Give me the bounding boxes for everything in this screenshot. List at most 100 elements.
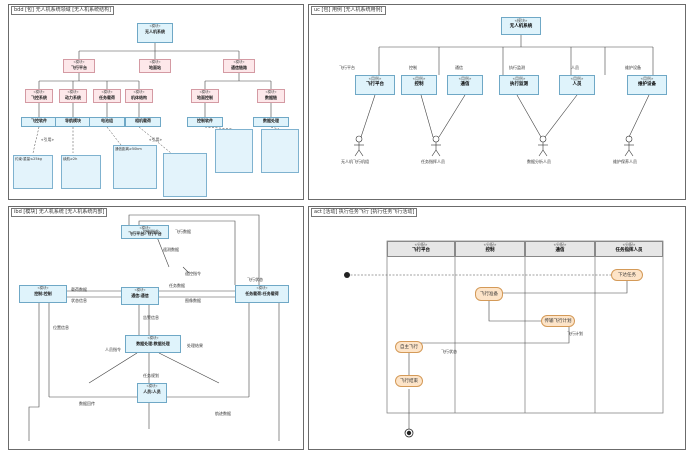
uc-panel: uc [包] 用例 [无人机系统用例] «模块» 无人机系统 bbox=[308, 4, 686, 200]
bdd-title: bdd [包] 无人机系统领域 [无人机系统结构] bbox=[11, 6, 115, 15]
flow-label: 人员指令 bbox=[105, 347, 121, 352]
assoc-label: 控制 bbox=[409, 65, 417, 70]
stereo-label: «用例» bbox=[640, 76, 654, 81]
part-name: 任务载荷:任务载荷 bbox=[245, 291, 279, 296]
assoc-label: 飞行平台 bbox=[339, 65, 355, 70]
part-name: 通信:通信 bbox=[131, 293, 149, 298]
use-case-name: 控制 bbox=[414, 82, 424, 87]
stereo-label: «模块» bbox=[33, 90, 45, 94]
use-case[interactable]: «用例» 通信 bbox=[447, 75, 483, 95]
bdd-l3-block[interactable]: 数据处理 bbox=[253, 117, 289, 127]
ibd-part-data[interactable]: «模块» 数据处理:数据处理 bbox=[125, 335, 181, 353]
block-name: 控制软件 bbox=[197, 118, 213, 123]
block-name: 通信链路 bbox=[231, 65, 247, 70]
swimlane-header: «分配» 任务指挥人员 bbox=[595, 241, 663, 257]
swimlane-name: 控制 bbox=[485, 248, 495, 253]
bdd-l2-block[interactable]: «模块» 动力系统 bbox=[59, 89, 87, 103]
flow-label: 状态信息 bbox=[71, 298, 87, 303]
bdd-l2-block[interactable]: «模块» 任务载荷 bbox=[93, 89, 121, 103]
block-name: 机体结构 bbox=[131, 95, 147, 100]
swimlane-header: «分配» 控制 bbox=[455, 241, 525, 257]
action-node[interactable]: 下达任务 bbox=[611, 269, 643, 281]
stereo-label: «模块» bbox=[73, 60, 85, 64]
flow-label: 图像数据 bbox=[185, 298, 201, 303]
stereo-label: «分配» bbox=[553, 242, 567, 247]
flow-label: 告警信息 bbox=[143, 315, 159, 320]
bdd-l3-block[interactable]: 导航模块 bbox=[55, 117, 91, 127]
bdd-l1-block[interactable]: «模块» 飞行平台 bbox=[63, 59, 95, 73]
ibd-part-platform[interactable]: «模块» 飞行平台:飞行平台 bbox=[121, 225, 169, 239]
use-case-name: 执行监测 bbox=[510, 82, 528, 87]
block-name: 飞控软件 bbox=[31, 118, 47, 123]
stereo-label: «分配» bbox=[622, 242, 636, 247]
ibd-title: ibd [模块] 无人机系统 [无人机系统内部] bbox=[11, 208, 108, 217]
flow-label: 任务数据 bbox=[169, 283, 185, 288]
note-text: 通信距离≥50km bbox=[115, 147, 142, 151]
ibd-part-comm[interactable]: «模块» 通信:通信 bbox=[121, 287, 159, 305]
use-case-name: 飞行平台 bbox=[366, 82, 384, 87]
bdd-l2-block[interactable]: «模块» 数据链 bbox=[257, 89, 285, 103]
bdd-l1-block[interactable]: «模块» 地面站 bbox=[139, 59, 171, 73]
bdd-l2-block[interactable]: «模块» 地面控制 bbox=[191, 89, 219, 103]
stereo-label: «用例» bbox=[458, 76, 472, 81]
ref-label: «引用» bbox=[41, 137, 54, 142]
ibd-part-people[interactable]: «模块» 人员:人员 bbox=[137, 383, 167, 403]
uc-connectors bbox=[354, 35, 654, 157]
stereo-label: «用例» bbox=[412, 76, 426, 81]
bdd-l3-block[interactable]: 电池组 bbox=[89, 117, 125, 127]
bdd-l3-block[interactable]: 飞控软件 bbox=[21, 117, 57, 127]
bdd-l1-block[interactable]: «模块» 通信链路 bbox=[223, 59, 255, 73]
block-name: 相机载荷 bbox=[135, 118, 151, 123]
block-name: 地面站 bbox=[149, 65, 161, 70]
ibd-part-control[interactable]: «模块» 控制:控制 bbox=[19, 285, 67, 303]
use-case[interactable]: «用例» 飞行平台 bbox=[355, 75, 395, 95]
assoc-label: 通信 bbox=[455, 65, 463, 70]
flow-label: 遥测数据 bbox=[163, 247, 179, 252]
swimlane-header: «分配» 通信 bbox=[525, 241, 595, 257]
constraint-note bbox=[163, 153, 207, 197]
stereo-label: «分配» bbox=[483, 242, 497, 247]
part-name: 控制:控制 bbox=[34, 291, 52, 296]
stereo-label: «用例» bbox=[512, 76, 526, 81]
bdd-l3-block[interactable]: 控制软件 bbox=[187, 117, 223, 127]
action-node[interactable]: 传输飞行计划 bbox=[541, 315, 575, 327]
use-case[interactable]: «用例» 维护设备 bbox=[627, 75, 667, 95]
action-node[interactable]: 自主飞行 bbox=[395, 341, 423, 353]
ibd-part-payload[interactable]: «模块» 任务载荷:任务载荷 bbox=[235, 285, 289, 303]
stereo-label: «模块» bbox=[101, 90, 113, 94]
constraint-note: 续航≥2h bbox=[61, 155, 101, 189]
action-node[interactable]: 飞行准备 bbox=[475, 287, 503, 301]
stereo-label: «用例» bbox=[368, 76, 382, 81]
flow-label: 位置信息 bbox=[53, 325, 69, 330]
act-title: act [活动] 执行任务飞行 [执行任务飞行活动] bbox=[311, 208, 418, 217]
block-name: 飞控系统 bbox=[31, 95, 47, 100]
swimlane-name: 任务指挥人员 bbox=[615, 248, 643, 253]
system-block[interactable]: «模块» 无人机系统 bbox=[501, 17, 541, 35]
use-case-name: 人员 bbox=[572, 82, 582, 87]
use-case-name: 通信 bbox=[460, 82, 470, 87]
actor-name: 维护保养人员 bbox=[613, 159, 637, 164]
use-case[interactable]: «用例» 人员 bbox=[559, 75, 595, 95]
actor-name: 任务指挥人员 bbox=[421, 159, 445, 164]
assoc-label: 执行监测 bbox=[509, 65, 525, 70]
part-name: 人员:人员 bbox=[143, 389, 161, 394]
bdd-root-block[interactable]: «模块» 无人机系统 bbox=[137, 23, 173, 43]
use-case[interactable]: «用例» 执行监测 bbox=[499, 75, 539, 95]
bdd-l2-block[interactable]: «模块» 飞控系统 bbox=[25, 89, 53, 103]
block-name: 飞行平台 bbox=[71, 65, 87, 70]
block-name: 电池组 bbox=[101, 118, 113, 123]
action-node[interactable]: 飞行结束 bbox=[395, 375, 423, 387]
block-name: 数据链 bbox=[265, 95, 277, 100]
bdd-l3-block[interactable]: 相机载荷 bbox=[125, 117, 161, 127]
actor-name: 无人机飞行机组 bbox=[341, 159, 369, 164]
use-case[interactable]: «用例» 控制 bbox=[401, 75, 437, 95]
swimlane-header: «分配» 飞行平台 bbox=[387, 241, 455, 257]
assoc-label: 人员 bbox=[571, 65, 579, 70]
flow-label: 航迹数据 bbox=[215, 411, 231, 416]
stereo-label: «模块» bbox=[514, 18, 528, 23]
stereo-label: «模块» bbox=[146, 384, 158, 388]
actor-figures bbox=[354, 135, 634, 157]
constraint-note: 约束:重量≤25kg bbox=[13, 155, 53, 189]
bdd-l2-block[interactable]: «模块» 机体结构 bbox=[125, 89, 153, 103]
ibd-panel: ibd [模块] 无人机系统 [无人机系统内部] «模块» 控制 bbox=[8, 206, 304, 450]
